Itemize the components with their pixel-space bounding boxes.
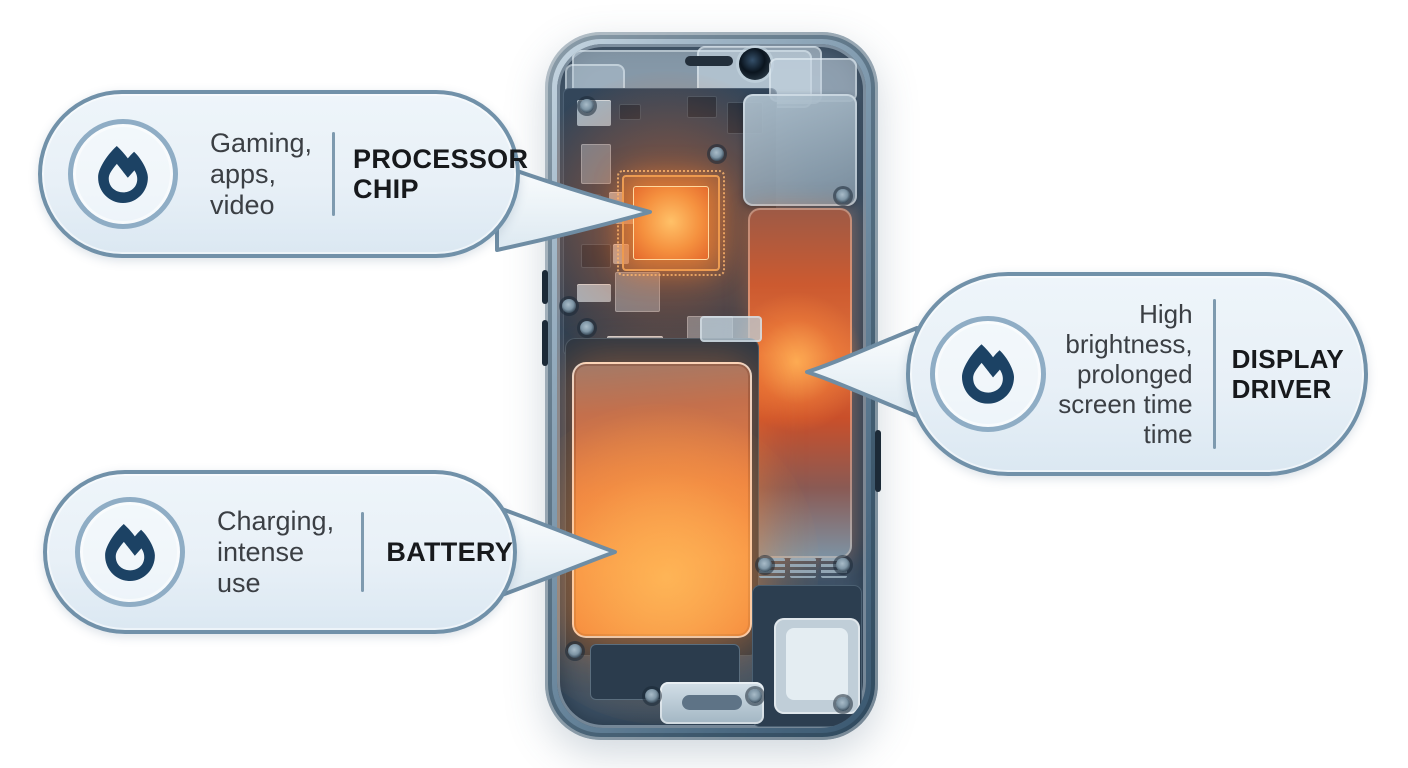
screw	[748, 689, 762, 703]
speaker-grille	[685, 56, 733, 66]
divider	[361, 512, 365, 592]
cause-text: High brightness, prolonged screen time t…	[1058, 299, 1193, 449]
processor-die	[633, 186, 709, 260]
callout-battery: Charging, intense use BATTERY	[43, 470, 517, 634]
display-driver	[729, 208, 865, 558]
screw	[836, 697, 850, 711]
screw	[645, 689, 659, 703]
volume-button	[542, 270, 548, 304]
flame-icon	[962, 344, 1014, 404]
screw	[836, 189, 850, 203]
screw	[580, 99, 594, 113]
callout-display-driver: High brightness, prolonged screen time t…	[906, 272, 1368, 476]
front-camera	[739, 48, 771, 80]
screw	[580, 321, 594, 335]
phone-internal-illustration	[542, 32, 881, 740]
callout-processor-chip: Gaming, apps, video PROCESSOR CHIP	[38, 90, 528, 258]
battery	[572, 362, 752, 638]
phone-interior	[557, 44, 866, 728]
charging-port	[660, 682, 764, 724]
screw	[568, 644, 582, 658]
flame-badge	[68, 119, 178, 229]
component-label: DISPLAY DRIVER	[1231, 344, 1344, 404]
flame-icon	[98, 146, 148, 203]
cause-text: Charging, intense use	[217, 505, 335, 598]
divider	[332, 132, 336, 216]
battery-connector	[700, 316, 762, 342]
screw	[758, 558, 772, 572]
flame-badge	[75, 497, 185, 607]
flame-icon	[105, 524, 155, 581]
cause-text: Gaming, apps, video	[210, 127, 313, 220]
flame-badge	[930, 316, 1046, 432]
screw	[710, 147, 724, 161]
component-label: PROCESSOR CHIP	[353, 144, 529, 204]
processor-chip	[617, 170, 725, 276]
emi-shield	[743, 94, 857, 206]
screw	[836, 558, 850, 572]
power-button	[875, 430, 881, 492]
screw	[562, 299, 576, 313]
divider	[1212, 299, 1216, 449]
component-label: BATTERY	[386, 537, 513, 567]
volume-button	[542, 320, 548, 366]
sub-board-contacts	[759, 558, 847, 578]
